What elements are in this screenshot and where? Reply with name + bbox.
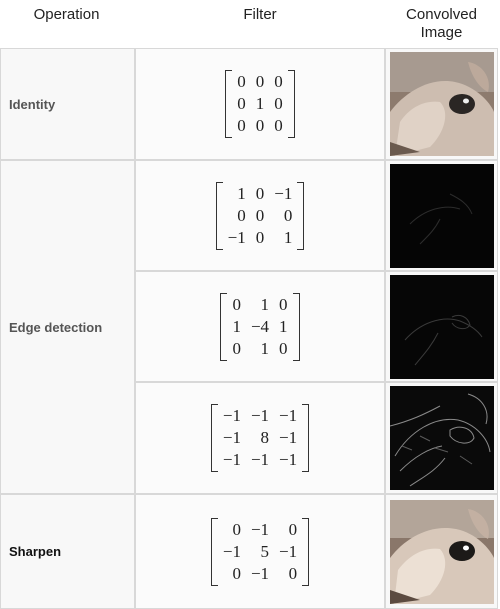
matrix-cell: 0 [255,205,265,225]
matrix-cell: 0 [279,338,288,358]
matrix-cell: 1 [279,316,288,336]
matrix-cell: 0 [274,72,283,91]
matrix-cell: −1 [222,541,241,561]
matrix-cell: 1 [260,294,270,314]
matrix-cell: 0 [283,205,293,225]
matrix-cell: −1 [227,227,246,247]
kernel-matrix: −1 −1 −1 −1 8 −1 −1 −1 −1 [210,404,310,472]
image-cell-edge-2 [385,271,498,382]
matrix-cell: 0 [255,227,265,247]
matrix-cell: −1 [250,563,270,583]
op-label-identity: Identity [9,96,56,112]
matrix-cell: 0 [274,94,283,113]
header-convolved-line2: Image [420,24,463,41]
convolved-image-edge-3 [389,386,494,490]
matrix-cell: 8 [260,428,270,447]
convolved-image-identity [389,52,494,156]
matrix-cell: −4 [250,316,270,336]
op-cell-identity: Identity [0,48,135,160]
matrix-cell: −1 [274,183,293,203]
matrix-cell: −1 [279,406,298,425]
matrix-cell: 1 [237,183,246,203]
filter-cell-edge-3: −1 −1 −1 −1 8 −1 −1 −1 −1 [135,382,385,494]
matrix-cell: −1 [250,406,270,425]
matrix-cell: 0 [288,519,298,539]
matrix-cell: 0 [237,94,246,113]
matrix-cell: 0 [237,116,246,135]
matrix-cell: 0 [255,183,265,203]
matrix-cell: 0 [274,116,283,135]
matrix-cell: 0 [279,294,288,314]
convolved-image-edge-1 [389,163,494,268]
matrix-cell: 0 [255,116,265,135]
op-label-sharpen: Sharpen [9,544,62,559]
matrix-cell: 0 [255,72,265,91]
op-cell-edge-detection: Edge detection [0,160,135,494]
matrix-cell: 1 [260,338,270,358]
header-filter: Filter [243,6,277,23]
header-convolved-image: Convolved Image [385,0,498,54]
image-cell-sharpen [385,494,498,609]
matrix-cell: −1 [222,406,241,425]
matrix-cell: 0 [232,294,241,314]
matrix-cell: 0 [232,563,241,583]
matrix-cell: 0 [288,563,298,583]
matrix-cell: −1 [250,519,270,539]
image-cell-identity [385,48,498,160]
matrix-cell: −1 [279,450,298,469]
convolved-image-edge-2 [389,274,494,379]
matrix-cell: −1 [222,428,241,447]
matrix-cell: −1 [250,450,270,469]
matrix-cell: 1 [232,316,241,336]
matrix-cell: 0 [237,205,246,225]
header-convolved-line1: Convolved [406,6,477,23]
matrix-cell: 0 [232,519,241,539]
op-label-edge-detection: Edge detection [9,319,103,335]
matrix-cell: −1 [279,541,298,561]
convolved-image-sharpen [389,499,494,604]
op-cell-sharpen: Sharpen [0,494,135,609]
matrix-cell: 5 [260,541,270,561]
image-cell-edge-3 [385,382,498,494]
matrix-cell: 0 [232,338,241,358]
matrix-cell: 1 [255,94,265,113]
matrix-cell: 1 [283,227,293,247]
matrix-cell: −1 [279,428,298,447]
matrix-cell: −1 [222,450,241,469]
image-cell-edge-1 [385,160,498,271]
header-operation: Operation [33,6,100,23]
matrix-cell: 0 [237,72,246,91]
